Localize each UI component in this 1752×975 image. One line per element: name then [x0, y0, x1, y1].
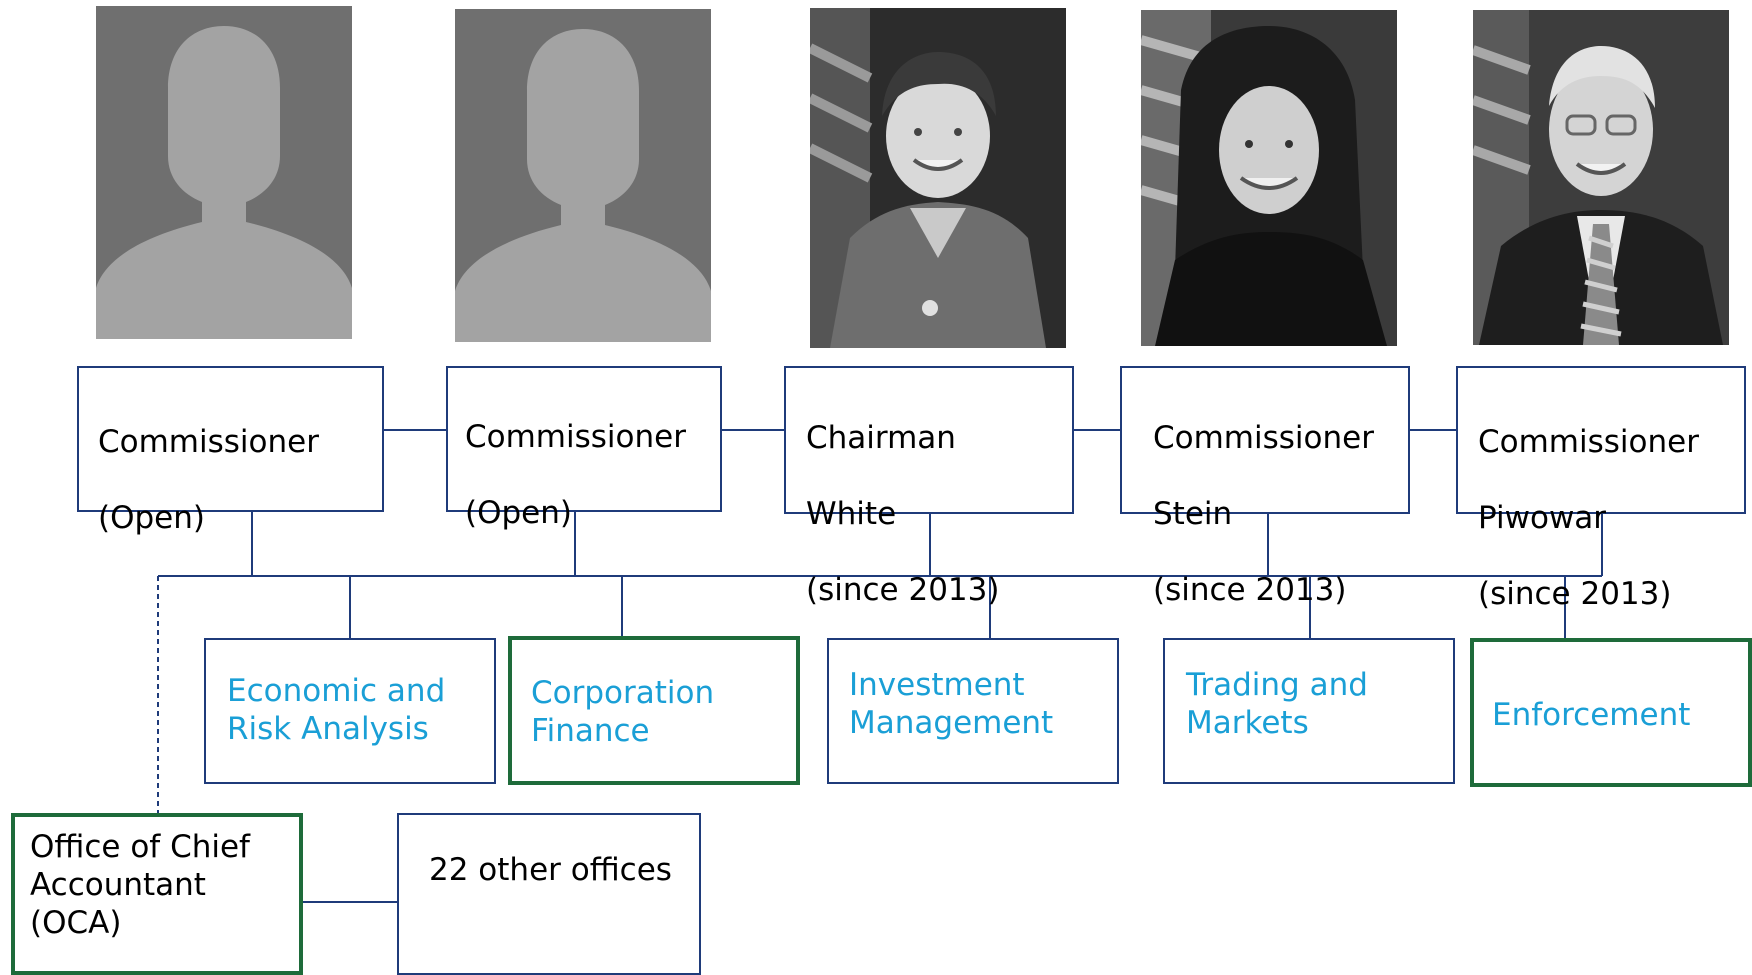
portrait-piwowar [1473, 10, 1729, 345]
division-label: Corporation Finance [531, 675, 715, 749]
division-corporation-finance: Corporation Finance [508, 636, 800, 785]
placeholder-silhouette-2 [455, 9, 711, 342]
commissioner-name: White [806, 496, 897, 532]
office-other-offices: 22 other offices [397, 813, 701, 975]
division-investment-management: Investment Management [827, 638, 1119, 784]
division-enforcement: Enforcement [1470, 638, 1752, 787]
division-label: Enforcement [1492, 697, 1691, 733]
commissioner-name: Piwowar [1478, 500, 1607, 536]
chairman-box: Chairman White (since 2013) [784, 366, 1074, 608]
division-economic-risk-analysis: Economic and Risk Analysis [204, 638, 496, 784]
commissioner-name: (Open) [465, 495, 572, 531]
portrait-stein [1141, 10, 1397, 346]
division-label: Trading and Markets [1186, 667, 1368, 741]
commissioner-tenure: (since 2013) [1153, 572, 1347, 608]
commissioner-tenure: (since 2013) [1478, 576, 1672, 612]
portrait-white [810, 8, 1066, 348]
division-trading-and-markets: Trading and Markets [1163, 638, 1455, 784]
commissioner-title: Commissioner [465, 419, 686, 455]
commissioner-title: Chairman [806, 420, 956, 456]
commissioner-name: (Open) [98, 500, 205, 536]
commissioner-name: Stein [1153, 496, 1233, 532]
office-label: Office of Chief Accountant (OCA) [30, 829, 250, 941]
commissioner-box-1: Commissioner (Open) [77, 366, 384, 536]
commissioner-title: Commissioner [1153, 420, 1374, 456]
commissioner-box-piwowar: Commissioner Piwowar (since 2013) [1456, 366, 1746, 612]
office-chief-accountant: Office of Chief Accountant (OCA) [11, 813, 303, 975]
commissioner-title: Commissioner [98, 424, 319, 460]
commissioner-title: Commissioner [1478, 424, 1699, 460]
commissioner-box-stein: Commissioner Stein (since 2013) [1120, 366, 1410, 608]
office-label: 22 other offices [429, 852, 672, 888]
division-label: Economic and Risk Analysis [227, 673, 446, 747]
division-label: Investment Management [849, 667, 1054, 741]
commissioner-box-2: Commissioner (Open) [446, 366, 722, 531]
commissioner-tenure: (since 2013) [806, 572, 1000, 608]
placeholder-silhouette-1 [96, 6, 352, 339]
